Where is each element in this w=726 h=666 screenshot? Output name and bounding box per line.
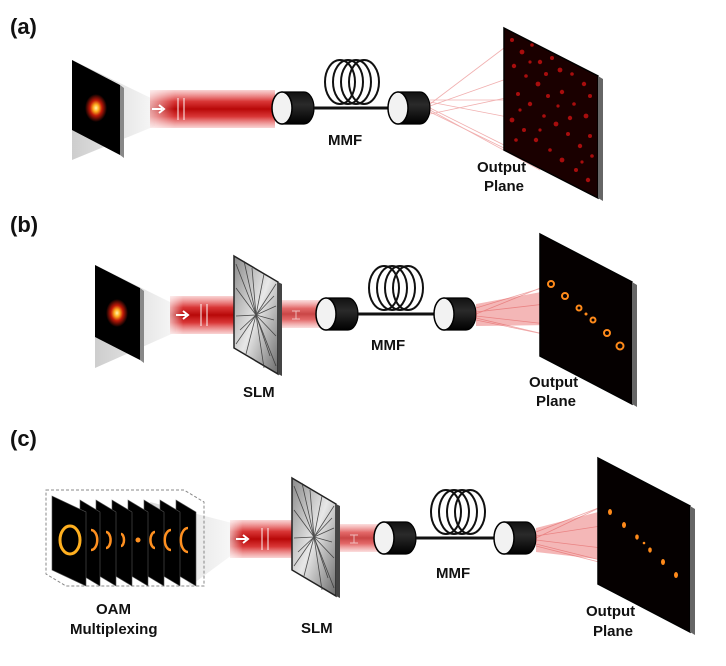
arrow-icon xyxy=(236,534,250,544)
output-plane-spot-array xyxy=(597,456,695,635)
panel-a: (a) MMF xyxy=(10,14,603,201)
panel-c: (c) xyxy=(10,426,695,640)
input-beam xyxy=(150,90,275,128)
fiber-label: MMF xyxy=(436,565,470,582)
output-label-line2: Plane xyxy=(593,623,633,640)
fiber-coil-icon xyxy=(430,489,486,535)
arrow-icon xyxy=(152,104,166,114)
output-label-line1: Output xyxy=(529,374,578,391)
panel-c-label: (c) xyxy=(10,426,37,451)
fiber-connector-icon xyxy=(387,91,431,125)
fiber-connector-icon xyxy=(493,521,537,555)
gaussian-beam-profile-icon xyxy=(95,265,176,368)
fiber-connector-icon xyxy=(373,521,417,555)
slm-label: SLM xyxy=(301,620,333,637)
output-label-line2: Plane xyxy=(536,393,576,410)
fiber-connector-icon xyxy=(315,297,359,331)
input-beam xyxy=(230,520,294,558)
multimode-fiber: MMF xyxy=(315,265,477,354)
fiber-label: MMF xyxy=(371,337,405,354)
source-label-line1: OAM xyxy=(96,601,131,618)
output-label-line1: Output xyxy=(586,603,635,620)
panel-b-label: (b) xyxy=(10,212,38,237)
fiber-coil-icon xyxy=(368,265,424,311)
fiber-label: MMF xyxy=(328,132,362,149)
slm-hologram-icon xyxy=(291,477,341,599)
multimode-fiber: MMF xyxy=(373,489,537,582)
gaussian-beam-profile-icon xyxy=(72,60,155,160)
slm-hologram-icon xyxy=(233,255,283,377)
arrow-icon xyxy=(176,310,190,320)
fiber-coil-icon xyxy=(324,59,380,105)
output-label-line2: Plane xyxy=(484,178,524,195)
multimode-fiber: MMF xyxy=(271,59,431,149)
fiber-connector-icon xyxy=(271,91,315,125)
panel-b: (b) SLM MMF xyxy=(10,212,637,410)
output-label-line1: Output xyxy=(477,159,526,176)
source-label-line2: Multiplexing xyxy=(70,621,158,638)
slm-label: SLM xyxy=(243,384,275,401)
oam-mode-stack-icon xyxy=(45,489,236,587)
output-plane-speckle xyxy=(503,26,603,201)
output-plane-ring-array xyxy=(539,232,637,407)
input-beam xyxy=(170,296,236,334)
fiber-connector-icon xyxy=(433,297,477,331)
panel-a-label: (a) xyxy=(10,14,37,39)
